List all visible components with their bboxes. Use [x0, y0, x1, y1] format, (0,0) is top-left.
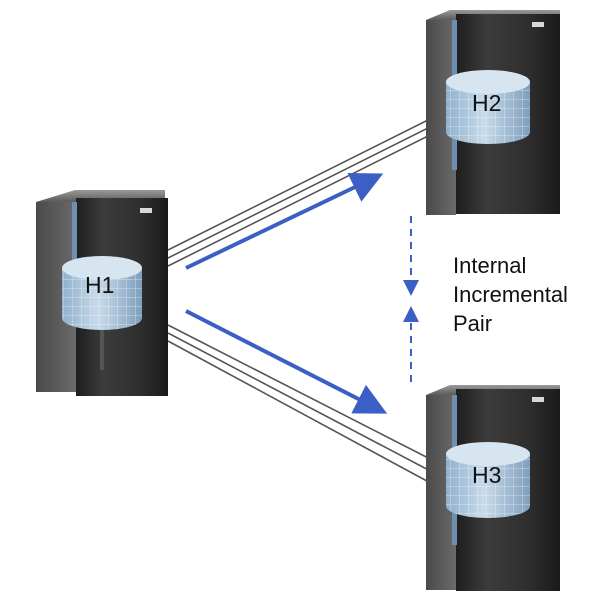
host-h2-disk: H2 [446, 70, 530, 144]
arrow-h1-to-h3 [185, 309, 388, 414]
internal-incremental-pair-note: Internal Incremental Pair [453, 251, 568, 338]
h2-label: H2 [472, 90, 501, 116]
h1-h3-links [167, 324, 439, 488]
arrow-h1-to-h2 [185, 172, 384, 270]
note-line-2: Incremental [453, 282, 568, 307]
h3-label: H3 [472, 462, 501, 488]
h1-label: H1 [85, 272, 114, 298]
host-h3-disk: H3 [446, 442, 530, 518]
note-line-1: Internal [453, 253, 527, 278]
h1-h2-links [167, 114, 439, 267]
host-h1-disk: H1 [62, 256, 142, 330]
note-line-3: Pair [453, 311, 493, 336]
